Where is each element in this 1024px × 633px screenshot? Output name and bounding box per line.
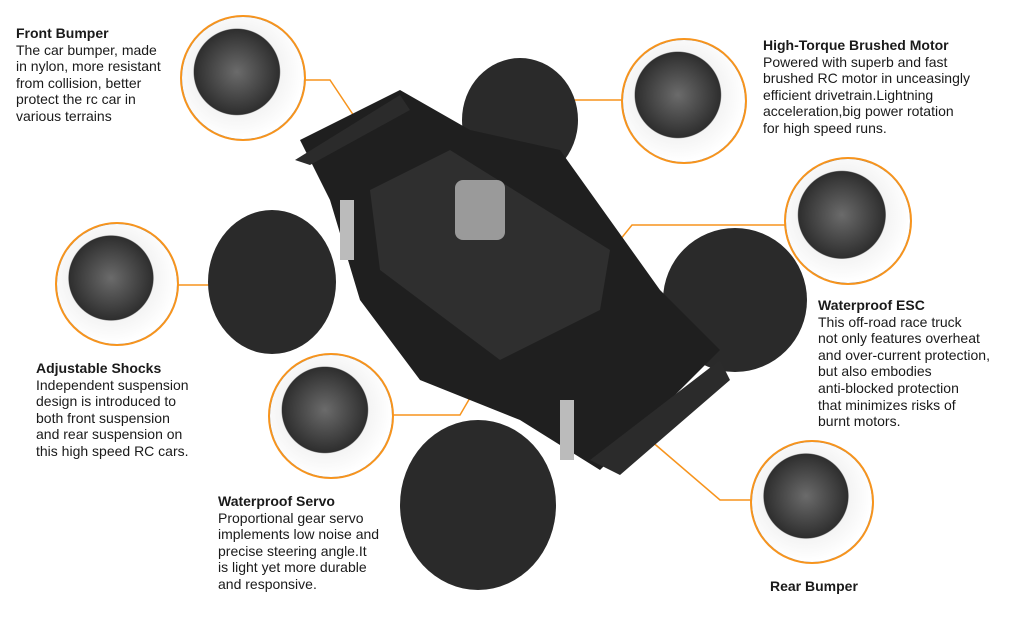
shocks-callout: Adjustable Shocks Independent suspension… bbox=[36, 360, 189, 460]
rear-bumper-part bbox=[590, 360, 730, 475]
motor-detail-image bbox=[621, 38, 747, 164]
motor-desc: Powered with superb and fast brushed RC … bbox=[763, 53, 970, 136]
front-bumper-desc: The car bumper, made in nylon, more resi… bbox=[16, 41, 161, 124]
front-bumper-title: Front Bumper bbox=[16, 25, 109, 41]
wheel-rear-left bbox=[208, 210, 336, 354]
front-bumper-callout: Front Bumper The car bumper, made in nyl… bbox=[16, 25, 161, 125]
servo-callout: Waterproof Servo Proportional gear servo… bbox=[218, 493, 379, 593]
servo-detail-image bbox=[268, 353, 394, 479]
shocks-desc: Independent suspension design is introdu… bbox=[36, 376, 189, 459]
esc-desc: This off-road race truck not only featur… bbox=[818, 313, 990, 430]
front-bumper-detail-image bbox=[180, 15, 306, 141]
esc-title: Waterproof ESC bbox=[818, 297, 925, 313]
motor-body bbox=[455, 180, 505, 240]
motor-callout: High-Torque Brushed Motor Powered with s… bbox=[763, 37, 970, 137]
rear-bumper-callout: Rear Bumper bbox=[770, 578, 858, 595]
rc-truck bbox=[208, 58, 807, 590]
shocks-detail-image bbox=[55, 222, 179, 346]
rear-bumper-title: Rear Bumper bbox=[770, 578, 858, 594]
wheel-rear-right bbox=[400, 420, 556, 590]
rear-bumper-detail-image bbox=[750, 440, 874, 564]
servo-title: Waterproof Servo bbox=[218, 493, 335, 509]
motor-title: High-Torque Brushed Motor bbox=[763, 37, 949, 53]
battery-tray bbox=[370, 150, 610, 360]
shock-right bbox=[560, 400, 574, 460]
esc-callout: Waterproof ESC This off-road race truck … bbox=[818, 297, 990, 430]
shock-left bbox=[340, 200, 354, 260]
front-bumper-part bbox=[295, 95, 410, 165]
shocks-title: Adjustable Shocks bbox=[36, 360, 162, 376]
esc-detail-image bbox=[784, 157, 912, 285]
servo-desc: Proportional gear servo implements low n… bbox=[218, 509, 380, 592]
